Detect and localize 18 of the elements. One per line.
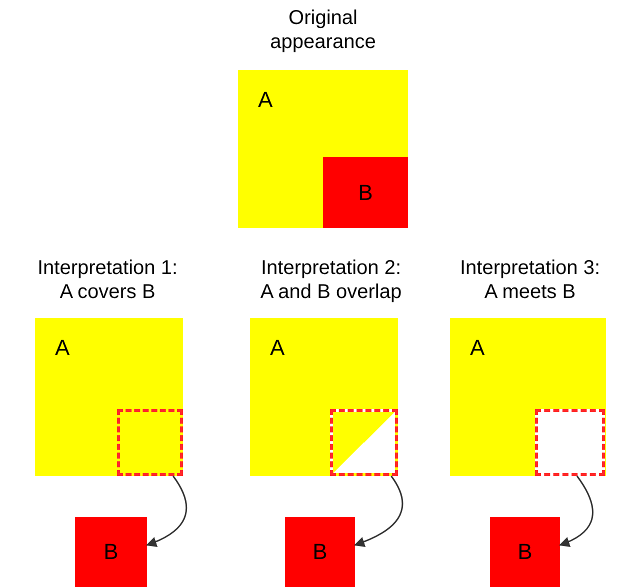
curved-arrow	[559, 476, 594, 547]
region-square: B	[323, 157, 408, 228]
panel-heading: Original appearance	[269, 6, 377, 54]
region-label: A	[270, 336, 285, 360]
dashed-outline	[330, 409, 398, 476]
curved-arrow	[354, 476, 404, 547]
panel-heading: Interpretation 3: A meets B	[458, 256, 602, 304]
dashed-outline	[117, 409, 183, 476]
region-label: A	[258, 88, 273, 112]
panel-heading: Interpretation 1: A covers B	[36, 256, 179, 304]
region-square: B	[285, 517, 355, 587]
curved-arrow	[146, 476, 188, 547]
region-square: B	[490, 517, 560, 587]
region-label: A	[55, 336, 70, 360]
region-square: B	[75, 517, 147, 587]
dashed-outline	[535, 409, 605, 476]
panel-heading: Interpretation 2: A and B overlap	[259, 256, 403, 304]
region-label: A	[470, 336, 485, 360]
